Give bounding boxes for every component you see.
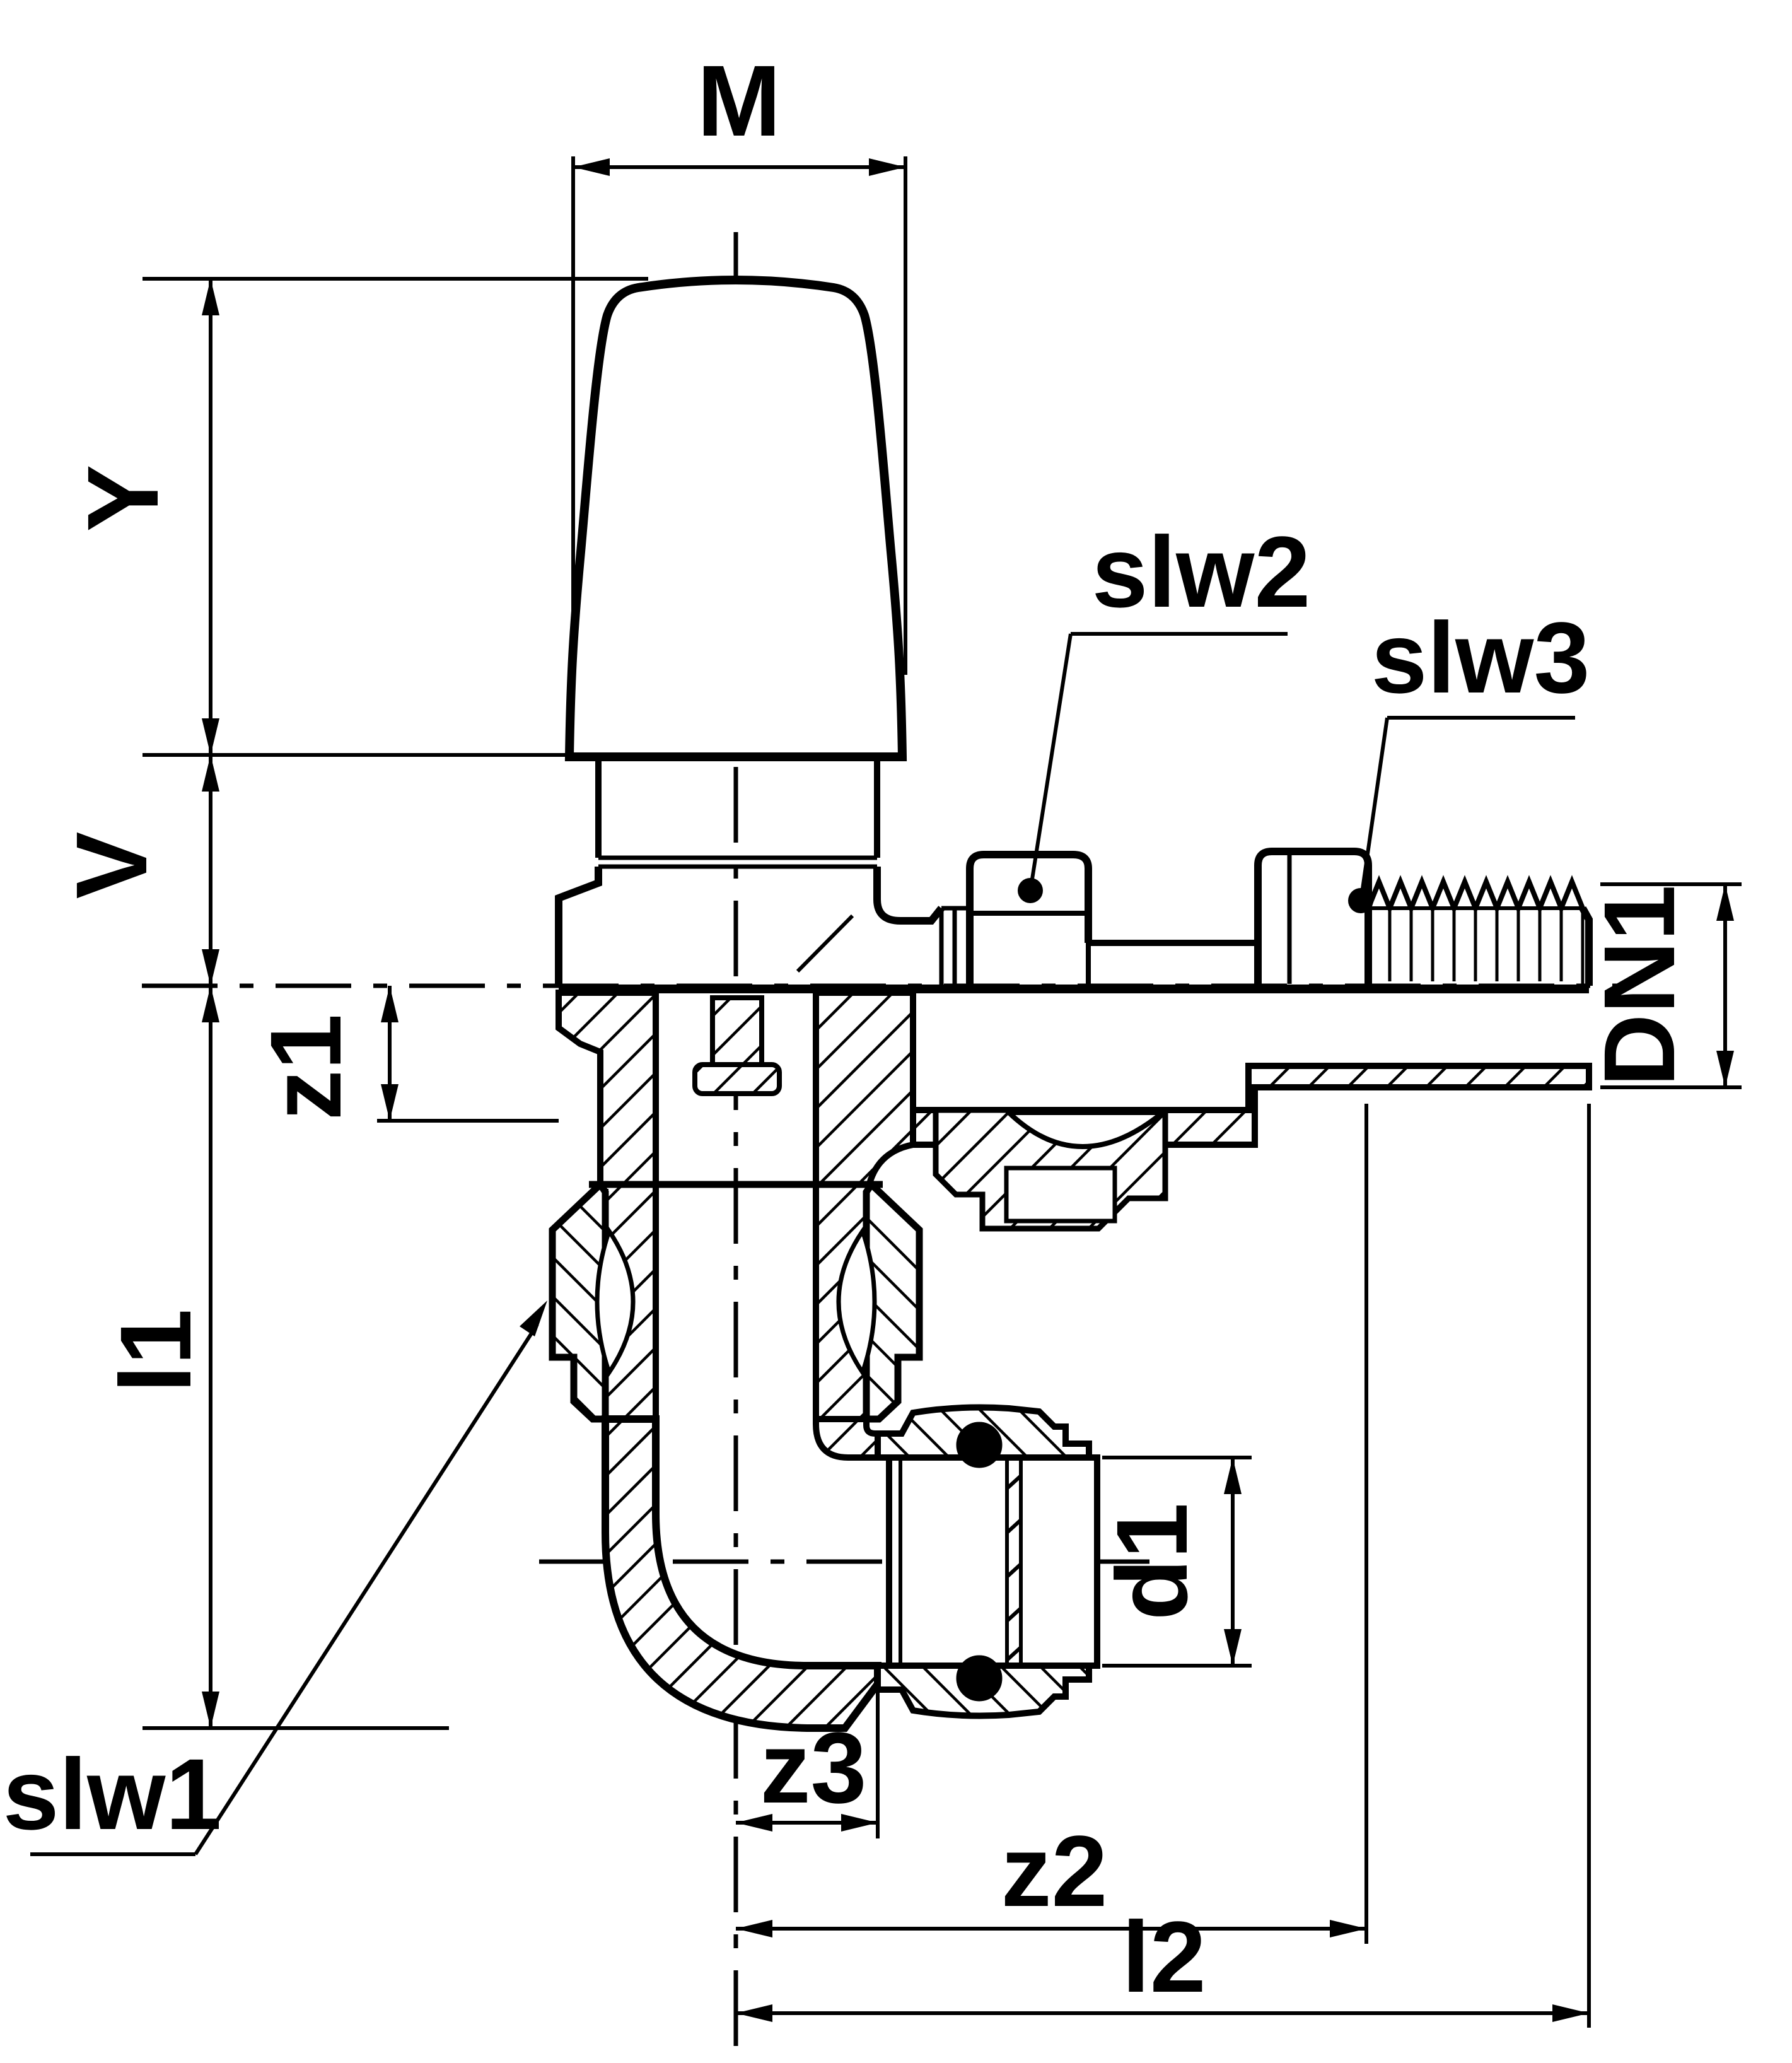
label-z2: z2 bbox=[1001, 1815, 1108, 1927]
bonnet-left-outline bbox=[555, 867, 602, 986]
label-z1: z1 bbox=[249, 1014, 362, 1121]
thread-flank-lines bbox=[1388, 908, 1563, 981]
z2-arrow-right bbox=[1330, 1920, 1366, 1937]
label-z3: z3 bbox=[760, 1711, 867, 1824]
dn1-arrow-top bbox=[1716, 884, 1734, 921]
elbow-outer-wall-section bbox=[602, 1415, 881, 1732]
z1-arrow-bottom bbox=[381, 1084, 399, 1121]
union-nut-slw1 bbox=[549, 1179, 923, 1423]
seat-cavity bbox=[1004, 1166, 1117, 1224]
slw3-leader bbox=[1360, 717, 1389, 894]
thread-end-chamfer bbox=[1579, 906, 1593, 986]
l1-arrow-bottom bbox=[202, 1692, 219, 1728]
label-m: M bbox=[697, 44, 781, 157]
y-arrow-bottom bbox=[202, 718, 219, 755]
label-l1: l1 bbox=[99, 1309, 212, 1393]
push-fit-connector bbox=[875, 1404, 1100, 1719]
dimension-arrowheads bbox=[202, 158, 1734, 2022]
l2-arrow-right bbox=[1552, 2004, 1589, 2022]
v-arrow-bottom bbox=[202, 949, 219, 986]
label-l2: l2 bbox=[1122, 1900, 1206, 2013]
label-slw2: slw2 bbox=[1092, 515, 1311, 628]
l1-arrow-top bbox=[202, 986, 219, 1022]
slw1-leader-arrow bbox=[520, 1300, 547, 1336]
bonnet-chamfer-line bbox=[796, 914, 854, 973]
elbow bbox=[602, 1415, 881, 1732]
z2-arrow-left bbox=[736, 1920, 772, 1937]
elbow-inner-wall-section bbox=[813, 1416, 881, 1461]
o-ring-top bbox=[956, 1422, 1003, 1468]
label-v: V bbox=[55, 832, 168, 899]
ball-race-left bbox=[595, 1226, 636, 1377]
dn1-arrow-bottom bbox=[1716, 1051, 1734, 1087]
slw1-leader bbox=[194, 1323, 539, 1856]
stem-foot-section bbox=[692, 1062, 782, 1096]
label-y: Y bbox=[66, 465, 179, 532]
label-slw3: slw3 bbox=[1371, 601, 1590, 714]
inserted-pipe bbox=[886, 1454, 1100, 1669]
seat-passage-arc bbox=[1003, 1110, 1170, 1149]
slw2-nut-outline bbox=[966, 851, 1092, 986]
y-arrow-top bbox=[202, 279, 219, 315]
ball-race-right bbox=[836, 1226, 877, 1377]
slw3-leader-dot bbox=[1348, 888, 1373, 913]
d1-arrow-bottom bbox=[1224, 1629, 1242, 1666]
m-arrow-left bbox=[573, 158, 610, 176]
labels: M Y V z1 l1 slw1 slw2 slw3 DN1 d1 z3 z2 … bbox=[3, 44, 1696, 2013]
dimensions bbox=[143, 156, 1742, 2028]
grab-ring bbox=[1005, 1461, 1023, 1663]
label-slw1: slw1 bbox=[3, 1738, 222, 1850]
m-arrow-right bbox=[869, 158, 905, 176]
label-dn1: DN1 bbox=[1583, 885, 1696, 1087]
label-d1: d1 bbox=[1095, 1503, 1208, 1621]
slw2-leader bbox=[1030, 633, 1073, 884]
knob-outline bbox=[564, 275, 907, 761]
d1-arrow-top bbox=[1224, 1458, 1242, 1494]
z3-arrow-left bbox=[736, 1814, 772, 1832]
z1-arrow-top bbox=[381, 986, 399, 1022]
leaders bbox=[30, 632, 1575, 1856]
l2-arrow-left bbox=[736, 2004, 772, 2022]
bonnet-right-outline bbox=[873, 867, 945, 925]
valve-stem-section bbox=[710, 995, 764, 1067]
v-arrow-top bbox=[202, 755, 219, 792]
slw2-leader-dot bbox=[1018, 878, 1043, 903]
z3-arrow-right bbox=[841, 1814, 878, 1832]
handle-knob bbox=[564, 275, 907, 761]
o-ring-bottom bbox=[956, 1655, 1003, 1702]
